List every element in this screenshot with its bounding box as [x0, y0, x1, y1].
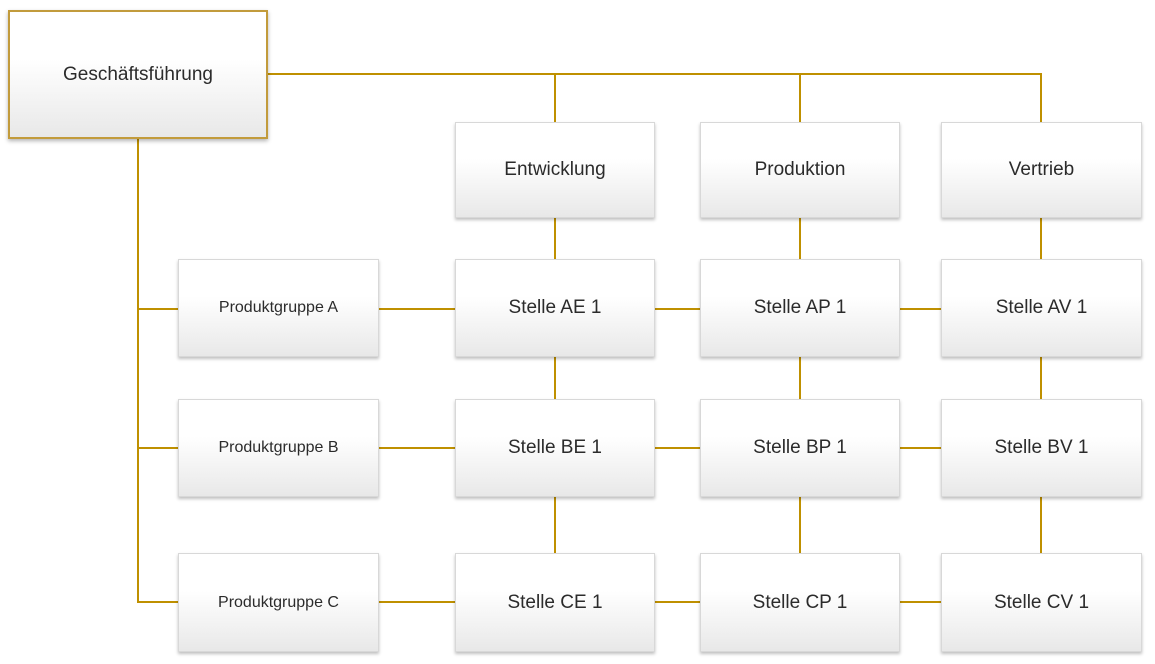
node-label: Stelle CP 1	[752, 591, 848, 613]
connector-rowc-e-p	[655, 601, 700, 603]
connector-col-p-dept-rowa	[799, 218, 801, 260]
node-label: Stelle CE 1	[507, 591, 603, 613]
connector-branch-productgroup-a	[137, 308, 179, 310]
connector-rowc-pg-e	[379, 601, 455, 603]
node-stelle-be1: Stelle BE 1	[455, 399, 655, 497]
connector-col-e-rowa-rowb	[554, 357, 556, 400]
node-stelle-cv1: Stelle CV 1	[941, 553, 1142, 652]
node-produktgruppe-b: Produktgruppe B	[178, 399, 379, 497]
node-label: Produktion	[754, 159, 846, 180]
connector-rowc-p-v	[900, 601, 941, 603]
node-label: Stelle AV 1	[995, 297, 1088, 318]
connector-col-e-rowb-rowc	[554, 497, 556, 554]
node-label: Stelle BP 1	[753, 437, 847, 458]
connector-drop-vertrieb	[1040, 74, 1042, 122]
connector-col-v-dept-rowa	[1040, 218, 1042, 260]
connector-left-trunk	[137, 139, 139, 603]
connector-rowb-pg-e	[379, 447, 455, 449]
node-produktgruppe-a: Produktgruppe A	[178, 259, 379, 357]
node-label: Stelle BE 1	[508, 437, 602, 458]
connector-rowa-pg-e	[379, 308, 455, 310]
node-stelle-ae1: Stelle AE 1	[455, 259, 655, 357]
node-stelle-cp1: Stelle CP 1	[700, 553, 900, 652]
connector-branch-productgroup-b	[137, 447, 179, 449]
connector-rowa-p-v	[900, 308, 941, 310]
node-label: Stelle CV 1	[993, 591, 1090, 613]
connector-rowb-e-p	[655, 447, 700, 449]
node-label: Stelle AP 1	[753, 297, 847, 318]
connector-rowb-p-v	[900, 447, 941, 449]
connector-drop-produktion	[799, 74, 801, 122]
node-label: Produktgruppe A	[218, 299, 339, 316]
node-geschaeftsfuehrung: Geschäftsführung	[8, 10, 268, 139]
node-label: Produktgruppe C	[218, 593, 339, 611]
node-stelle-ap1: Stelle AP 1	[700, 259, 900, 357]
node-label: Stelle BV 1	[994, 437, 1089, 458]
node-entwicklung: Entwicklung	[455, 122, 655, 218]
connector-top-trunk	[268, 73, 1042, 75]
node-label: Stelle AE 1	[508, 297, 602, 318]
node-label: Produktgruppe B	[218, 439, 339, 456]
connector-drop-entwicklung	[554, 74, 556, 122]
connector-col-p-rowa-rowb	[799, 357, 801, 400]
node-stelle-bv1: Stelle BV 1	[941, 399, 1142, 497]
node-label: Vertrieb	[1008, 159, 1075, 180]
node-vertrieb: Vertrieb	[941, 122, 1142, 218]
connector-col-e-dept-rowa	[554, 218, 556, 260]
node-stelle-ce1: Stelle CE 1	[455, 553, 655, 652]
connector-col-p-rowb-rowc	[799, 497, 801, 554]
connector-col-v-rowa-rowb	[1040, 357, 1042, 400]
connector-branch-productgroup-c	[137, 601, 179, 603]
node-label: Entwicklung	[504, 159, 606, 180]
node-label: Geschäftsführung	[63, 63, 213, 85]
connector-rowa-e-p	[655, 308, 700, 310]
node-stelle-av1: Stelle AV 1	[941, 259, 1142, 357]
node-produktgruppe-c: Produktgruppe C	[178, 553, 379, 652]
node-produktion: Produktion	[700, 122, 900, 218]
node-stelle-bp1: Stelle BP 1	[700, 399, 900, 497]
connector-col-v-rowb-rowc	[1040, 497, 1042, 554]
